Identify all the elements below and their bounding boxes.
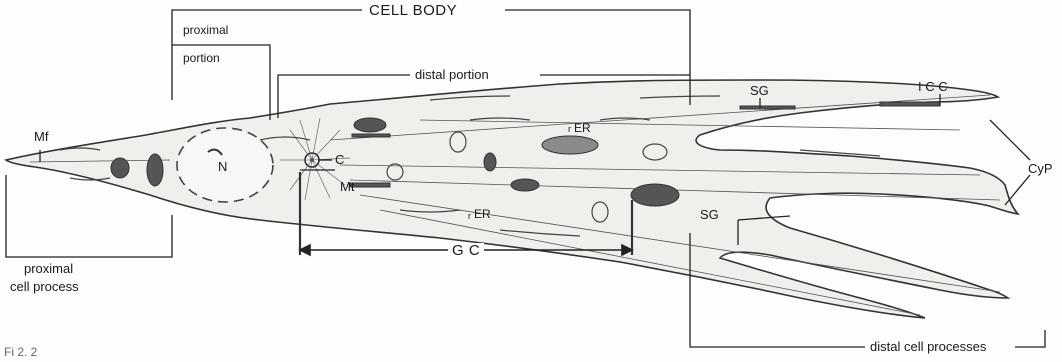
rer-bottom-prefix: r <box>468 212 471 221</box>
distal-portion-label: distal portion <box>415 68 489 81</box>
distal-cell-processes-label: distal cell processes <box>870 340 986 353</box>
proximal-cell-process-label-1: proximal <box>24 262 73 275</box>
cell-body-label: CELL BODY <box>369 3 457 18</box>
sg-top-label: SG <box>750 84 769 97</box>
mf-label: Mf <box>34 130 48 143</box>
cyp-label: CyP <box>1028 162 1053 175</box>
proximal-portion-label-1: proximal <box>183 24 228 36</box>
rer-top-label: ER <box>574 122 591 134</box>
figure-label: Fi 2. 2 <box>4 346 37 358</box>
cell-outline <box>6 80 1018 318</box>
icc-label: I C C <box>918 80 948 93</box>
nucleus-label: N <box>218 160 227 173</box>
rer-top-prefix: r <box>568 125 571 134</box>
rer-bottom-label: ER <box>474 208 491 220</box>
sg-bottom-label: SG <box>700 208 719 221</box>
mt-label: Mt <box>340 180 354 193</box>
proximal-cell-process-label-2: cell process <box>10 280 79 293</box>
centriole-label: C <box>335 153 344 166</box>
proximal-portion-label-2: portion <box>183 52 220 64</box>
gc-label: G C <box>448 243 484 258</box>
